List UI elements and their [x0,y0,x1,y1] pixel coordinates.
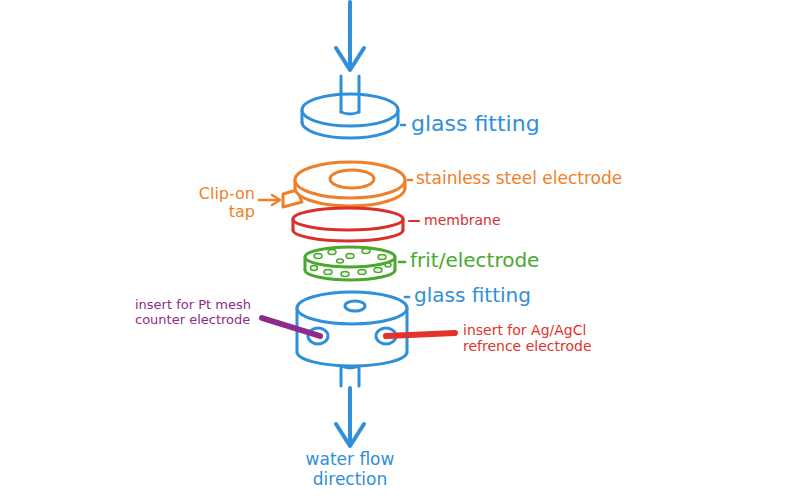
electrode-hole [330,170,374,188]
part-label: Clip-on tap [175,185,255,222]
counter-electrode-rod [262,318,320,336]
pore [328,250,336,255]
tab-pointer [259,195,280,205]
membrane-top [293,208,403,230]
outflow-arrow [336,388,364,446]
frit-pores [311,249,392,277]
part-label: frit/electrode [410,249,539,272]
pore [341,272,349,277]
leader-dash [401,124,405,127]
pore [311,266,318,271]
fitting-tube [340,76,343,112]
reference-electrode-rod [386,333,455,336]
fitting-side [406,308,409,352]
pore [346,254,354,259]
arrow-shaft [348,2,352,68]
pore [362,249,370,254]
part-label: stainless steel electrode [416,169,622,189]
part-label: insert for Pt mesh counter electrode [135,298,255,328]
pore [324,270,332,275]
arrow-head [336,48,364,70]
fitting-base [297,352,407,366]
top-glass-fitting [302,76,398,138]
electrode-top [295,162,405,198]
pore [337,259,344,263]
membrane-rim [293,230,403,241]
inflow-arrow [336,2,364,70]
fitting-hole [345,301,365,311]
outlet-mouth [341,366,359,368]
part-label: water flow direction [280,450,420,489]
arrow-shaft [348,388,352,444]
fitting-tube [358,76,361,112]
part-label: glass fitting [414,284,531,307]
part-label: membrane [424,212,501,228]
part-label: insert for Ag/AgCl refrence electrode [463,322,643,354]
pore [385,263,391,267]
leader-dash [408,179,412,182]
pore [358,270,366,275]
pore [314,254,322,259]
arrow-head [336,424,364,446]
leader-dash [405,296,409,299]
leader-dash [399,261,405,264]
fitting-top [302,94,398,126]
pore [378,255,386,260]
part-label: glass fitting [411,111,540,136]
bottom-glass-fitting [297,292,407,386]
fitting-top [297,292,407,324]
leader-dash [409,220,419,222]
membrane-disc [293,208,403,241]
steel-electrode [283,162,405,207]
fitting-tube-end [341,112,359,114]
pointer-head [272,195,280,205]
pointer-shaft [259,199,279,202]
pore [374,268,382,273]
frit-top [305,247,395,267]
frit-disc [305,247,395,280]
